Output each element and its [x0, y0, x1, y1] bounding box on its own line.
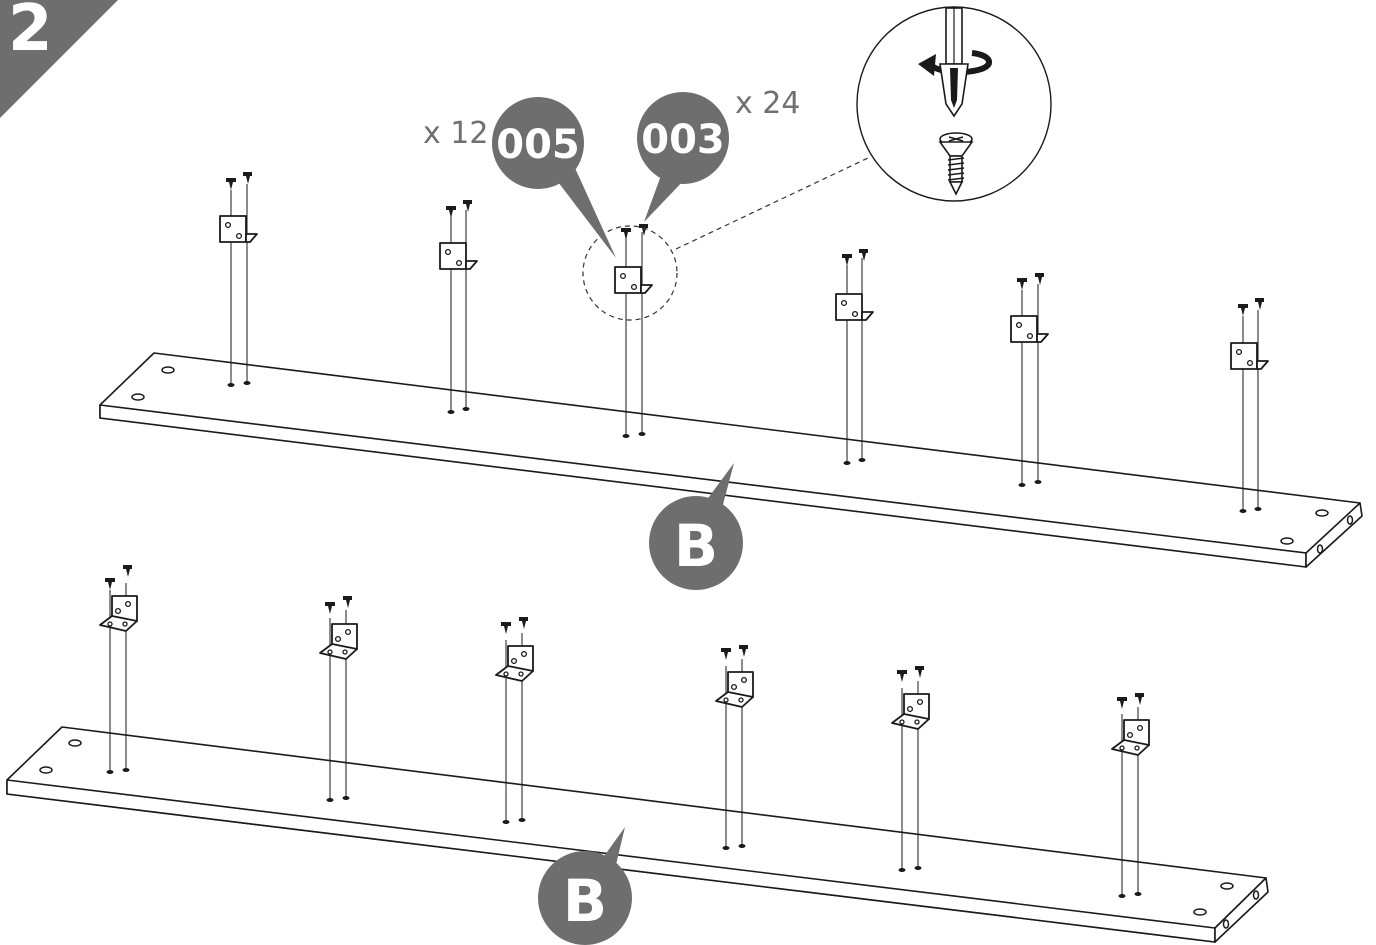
angle-bracket — [835, 293, 863, 321]
panel-label-upper: B — [649, 463, 743, 590]
panel-b-upper — [99, 352, 1363, 568]
cam-hole — [1315, 509, 1329, 517]
bracket-group — [319, 596, 358, 802]
bracket-group — [99, 565, 138, 774]
part-code: 005 — [496, 122, 580, 168]
highlight-circle — [582, 225, 678, 321]
cam-hole — [1280, 537, 1294, 545]
cam-hole — [39, 766, 53, 774]
step-number: 2 — [8, 0, 53, 66]
angle-bracket — [614, 266, 642, 294]
part-code: 003 — [641, 117, 725, 163]
panel-b-lower — [6, 726, 1269, 943]
edge-hole — [1222, 919, 1230, 929]
angle-bracket — [1230, 342, 1258, 370]
part-callout-003: 003 — [637, 92, 729, 222]
part-callout-005: 005 — [492, 97, 616, 258]
edge-hole — [1346, 515, 1354, 525]
edge-hole — [1252, 890, 1260, 900]
bracket-group — [835, 249, 874, 465]
bracket-group — [1111, 693, 1150, 898]
angle-bracket — [439, 242, 467, 270]
cam-hole — [131, 393, 145, 401]
panel-label-lower: B — [538, 827, 632, 945]
bracket-group — [891, 666, 930, 872]
bracket-group — [495, 617, 534, 824]
angle-bracket — [219, 215, 247, 243]
screwdriver-icon — [939, 7, 969, 118]
cam-hole — [1220, 882, 1234, 890]
part-quantity: x 12 — [423, 116, 488, 151]
bracket-group — [715, 645, 754, 850]
cam-hole — [68, 739, 82, 747]
bracket-group — [614, 224, 653, 438]
panel-letter: B — [674, 512, 718, 580]
detail-view — [856, 6, 1052, 202]
bracket-group — [219, 172, 258, 387]
cam-hole — [1193, 908, 1207, 916]
screw-icon — [226, 178, 236, 190]
angle-bracket — [1010, 315, 1038, 343]
bracket-group — [1010, 273, 1049, 487]
screw-icon — [938, 132, 974, 196]
screw-icon — [243, 172, 252, 184]
panel-letter: B — [563, 867, 607, 935]
bracket-group — [439, 200, 478, 414]
step-badge: 2 — [0, 0, 118, 118]
bracket-group — [1230, 298, 1269, 513]
part-quantity: x 24 — [735, 86, 800, 121]
edge-hole — [1316, 544, 1324, 554]
cam-hole — [161, 366, 175, 374]
